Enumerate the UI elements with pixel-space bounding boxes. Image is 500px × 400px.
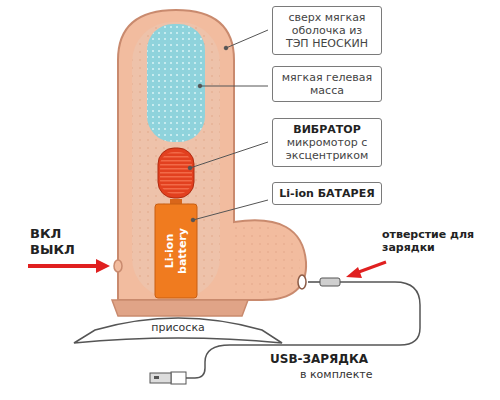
jack-pin bbox=[308, 281, 320, 283]
callout-text: сверх мягкая оболочка из ТЭП НЕОСКИН bbox=[279, 11, 375, 50]
callout-box: мягкая гелевая масса bbox=[272, 66, 382, 102]
cutaway-texture bbox=[132, 22, 220, 298]
leader-dot bbox=[198, 84, 202, 88]
callout-box: сверх мягкая оболочка из ТЭП НЕОСКИН bbox=[272, 6, 382, 55]
callout-box: ВИБРАТОРмикромотор с эксцентриком bbox=[272, 118, 382, 167]
motor-stripes bbox=[160, 152, 192, 194]
label-text: USB-ЗАРЯДКА bbox=[270, 352, 368, 366]
pointer-arrowhead bbox=[346, 267, 362, 278]
usb-plug-tip bbox=[150, 373, 171, 383]
gel-texture bbox=[147, 24, 205, 142]
pointer-arrowhead bbox=[96, 259, 110, 273]
suction-cup bbox=[74, 318, 282, 343]
usb-contact bbox=[154, 376, 159, 379]
charging-hole bbox=[298, 275, 306, 289]
leader-dot bbox=[188, 166, 192, 170]
callout-box: Li-ion БАТАРЕЯ bbox=[272, 182, 382, 205]
pointer-arrow bbox=[356, 262, 386, 273]
callout-text: мягкая гелевая масса bbox=[279, 71, 375, 97]
leader-line bbox=[190, 142, 268, 168]
label-text: присоска bbox=[151, 321, 205, 334]
callout-text: микромотор с эксцентриком bbox=[279, 136, 375, 162]
label-text: ВКЛ bbox=[30, 226, 61, 242]
vibro-motor bbox=[158, 148, 194, 198]
usb-cable bbox=[186, 282, 420, 378]
jack-plug bbox=[320, 278, 340, 286]
leader-dot bbox=[224, 46, 228, 50]
leader-line bbox=[226, 30, 268, 48]
label-text: в комплекте bbox=[300, 368, 372, 381]
base bbox=[112, 300, 248, 316]
pointer-arrow bbox=[28, 264, 98, 268]
label-text: ВЫКЛ bbox=[30, 242, 75, 258]
battery bbox=[155, 204, 197, 298]
leader-dot bbox=[191, 218, 195, 222]
callout-text: ВИБРАТОР bbox=[279, 123, 375, 136]
label-text: Li-ion battery bbox=[163, 216, 189, 286]
label-text: отверстие для зарядки bbox=[382, 228, 492, 254]
gel-mass bbox=[147, 24, 205, 142]
body-texture bbox=[234, 225, 300, 294]
power-button bbox=[114, 260, 122, 272]
callout-text: Li-ion БАТАРЕЯ bbox=[279, 187, 375, 200]
cutaway bbox=[132, 22, 220, 298]
usb-plug-body bbox=[171, 372, 186, 384]
leader-line bbox=[200, 86, 268, 87]
leader-line bbox=[193, 200, 268, 220]
